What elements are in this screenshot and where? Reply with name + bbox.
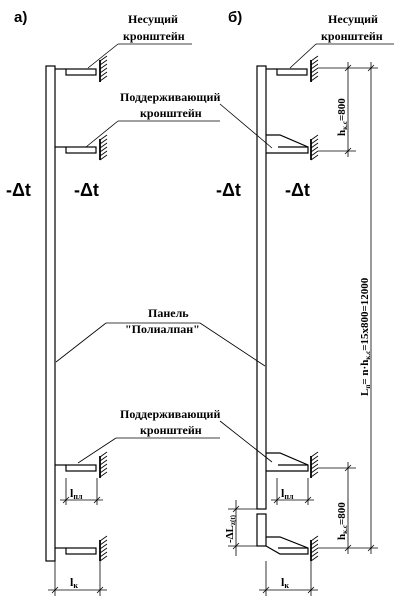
panel-a-bearing-bracket-line1: Несущий — [128, 12, 178, 26]
panel-a-thermal-left: -Δt — [6, 180, 31, 200]
panel-b-dim-hkc-bottom-sub: к.с — [341, 525, 349, 534]
panel-a-support-top-line1: Поддерживающий — [120, 90, 220, 104]
panel-b-dim-total: Lп= n·hк.с=15x800=12000 — [318, 62, 378, 554]
panel-b-thermal-right: -Δt — [285, 180, 310, 200]
panel-b-plate-lower — [256, 513, 267, 547]
panel-b-bearing-leader — [289, 43, 317, 69]
svg-text:Lп= n·hк.с=15x800=12000: Lп= n·hк.с=15x800=12000 — [359, 277, 372, 396]
panel-b-dim-lpl-l: l — [281, 486, 285, 500]
panel-b-dim-lk: lк — [259, 561, 318, 596]
panel-b-bracket-top — [266, 55, 319, 82]
panel-b-dim-lpl: lпл — [271, 478, 314, 505]
panel-a-bracket-bottom — [55, 535, 108, 562]
panel-b-label: б) — [228, 9, 242, 26]
panel-b-dim-hkc-top-val: =800 — [336, 98, 348, 121]
panel-label-line2: "Полиалпан" — [125, 322, 200, 336]
panel-b-support-top-leader — [219, 103, 273, 149]
panel-b-bracket-support-top — [266, 134, 319, 161]
panel-b-dim-delta-l: -ΔL — [224, 525, 236, 543]
panel-label-leader-left — [55, 322, 107, 363]
panel-b-dim-lk-l: l — [281, 575, 285, 589]
panel-a-bracket-support-bottom — [55, 451, 108, 478]
panel-b-support-bottom-leader — [219, 420, 273, 463]
panel-b-plate-upper — [256, 65, 267, 510]
svg-text:hк.с=800: hк.с=800 — [336, 502, 349, 540]
panel-a-dim-lk-sub: к — [73, 581, 78, 590]
svg-text:hк.с=800: hк.с=800 — [336, 98, 349, 136]
panel-a-dim-lk: lк — [48, 561, 107, 596]
panel-a-bearing-bracket-line2: кронштейн — [123, 29, 185, 43]
panel-a: а) Несущий кронштейн Поддерживающий крон… — [6, 9, 273, 596]
panel-a-bracket-top — [55, 55, 108, 82]
panel-b-dim-hkc-top-sub: к.с — [341, 121, 349, 130]
panel-b-bracket-support-bottom — [266, 451, 319, 478]
panel-b-bearing-bracket-line2: кронштейн — [321, 29, 383, 43]
panel-a-bearing-leader — [87, 43, 119, 69]
panel-a-dim-lpl: lпл — [60, 478, 103, 505]
panel-b: б) Несущий кронштейн — [216, 9, 394, 596]
panel-b-dim-total-sub: п — [364, 385, 372, 389]
panel-a-label: а) — [14, 9, 27, 26]
panel-a-dim-lpl-sub: пл — [73, 492, 83, 501]
panel-b-dim-total-mid: = n·h — [359, 360, 371, 385]
panel-b-dim-hkc-bottom: hк.с=800 — [318, 462, 356, 554]
panel-b-dim-hkc-bottom-h: h — [336, 534, 348, 540]
svg-text:lпл: lпл — [70, 486, 83, 501]
panel-b-dim-hkc-top: hк.с=800 — [318, 62, 356, 157]
panel-label-leader-right — [199, 322, 266, 367]
panel-b-dim-total-val: =15x800=12000 — [359, 277, 371, 351]
panel-a-support-bottom-leader — [77, 437, 117, 464]
panel-a-support-bottom-line2: кронштейн — [140, 423, 202, 437]
panel-b-dim-lk-sub: к — [284, 581, 289, 590]
svg-text:lпл: lпл — [281, 486, 294, 501]
panel-a-bracket-support-top — [55, 134, 108, 161]
panel-a-thermal-right: -Δt — [74, 180, 99, 200]
panel-b-dim-total-sub2: к.с — [364, 351, 372, 360]
panel-a-dim-lpl-l: l — [70, 486, 74, 500]
panel-b-dim-delta-sub: z(t) — [229, 514, 237, 525]
panel-b-bracket-bottom — [265, 535, 319, 562]
panel-a-dim-lk-l: l — [70, 575, 74, 589]
panel-b-dim-delta: -ΔLz(t) — [224, 500, 257, 556]
svg-text:lк: lк — [70, 575, 78, 590]
panel-a-support-top-leader — [85, 120, 119, 148]
panel-b-dim-lpl-sub: пл — [284, 492, 294, 501]
panel-b-dim-hkc-bottom-val: =800 — [336, 502, 348, 525]
panel-label-line1: Панель — [148, 306, 189, 320]
panel-b-bearing-bracket-line1: Несущий — [328, 12, 378, 26]
panel-a-support-bottom-line1: Поддерживающий — [120, 407, 220, 421]
panel-b-thermal-left: -Δt — [216, 180, 241, 200]
panel-b-dim-hkc-top-h: h — [336, 130, 348, 136]
panel-b-dim-total-l: L — [359, 389, 371, 396]
svg-text:lк: lк — [281, 575, 289, 590]
svg-text:-ΔLz(t): -ΔLz(t) — [224, 514, 237, 543]
panel-a-plate — [45, 65, 56, 562]
panel-a-support-top-line2: кронштейн — [140, 106, 202, 120]
